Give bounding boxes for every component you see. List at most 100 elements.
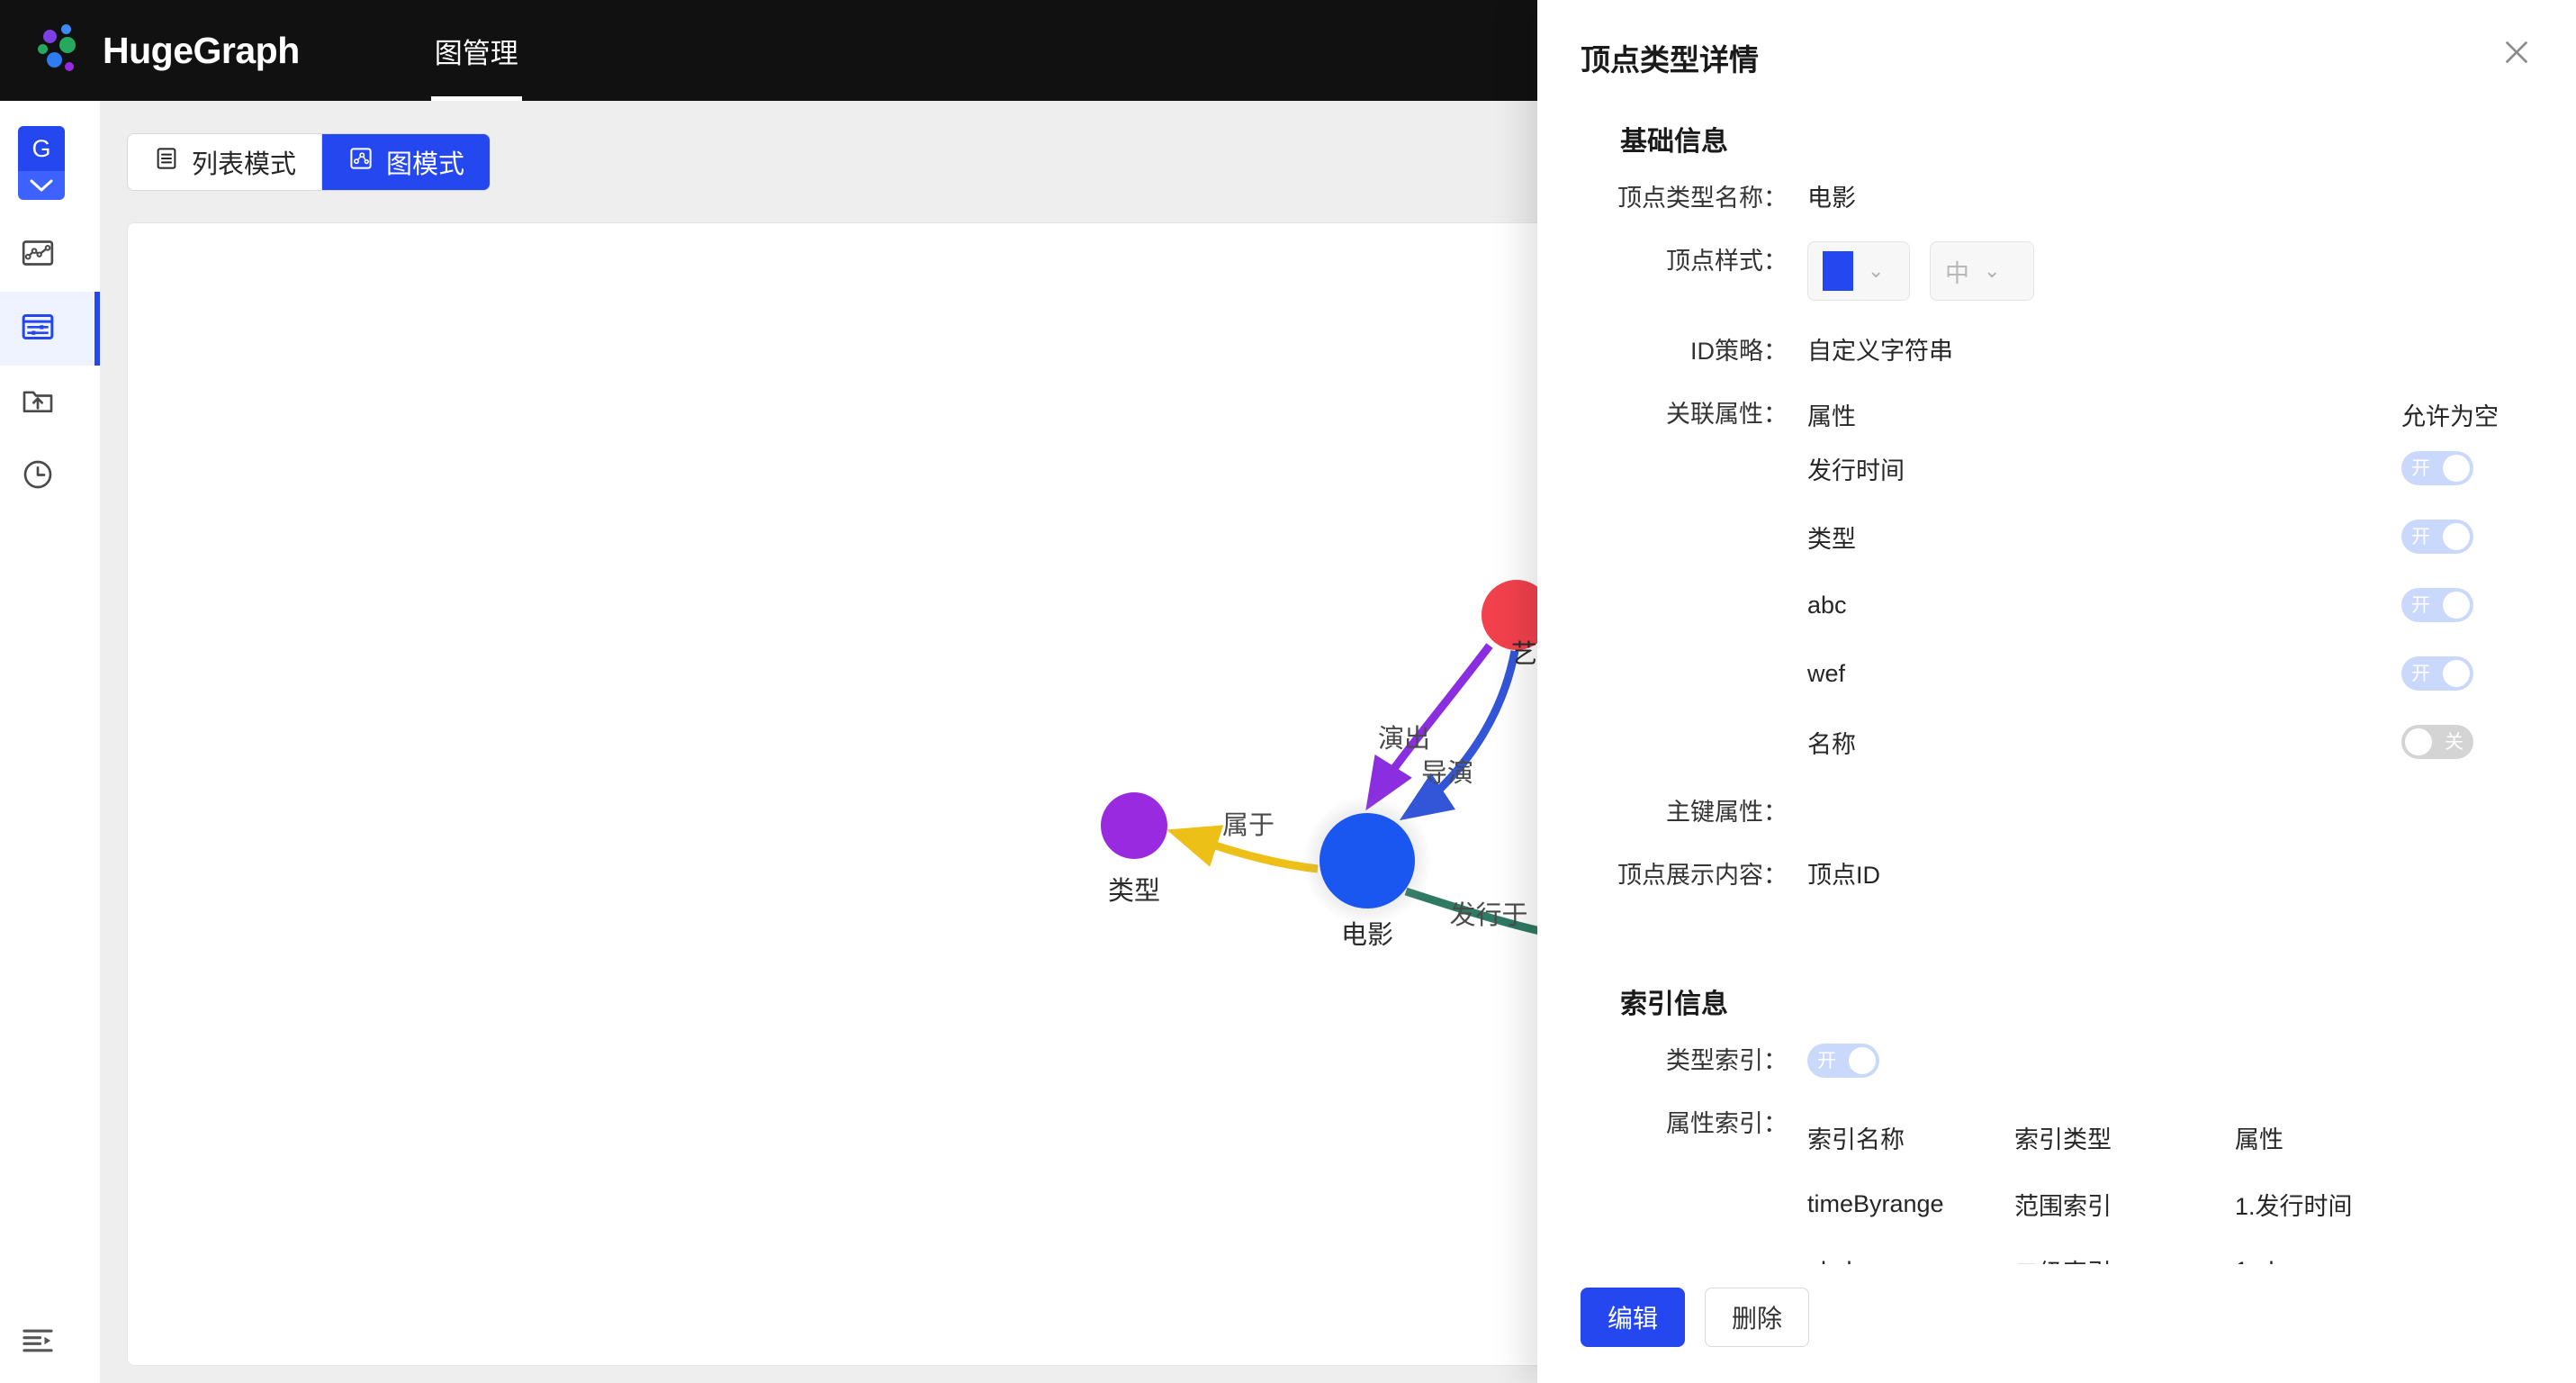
mode-tab-group: 列表模式 图模式 [127, 133, 491, 191]
toggle-state-label: 开 [1817, 1050, 1836, 1071]
table-row: timeByrange 范围索引 1.发行时间 [1807, 1171, 2469, 1237]
drawer-title: 顶点类型详情 [1581, 43, 1759, 77]
tab-list-mode[interactable]: 列表模式 [128, 134, 322, 190]
attribute-name: abc [1807, 591, 1847, 619]
attribute-name: 类型 [1807, 525, 1856, 553]
graph-node-movie[interactable]: 电影 [1302, 796, 1432, 950]
attribute-name: wef [1807, 659, 1846, 687]
table-row: 发行时间 开 [1807, 434, 2533, 502]
table-row: 类型 开 [1807, 502, 2533, 571]
toggle-knob [2443, 660, 2470, 687]
nullable-toggle[interactable]: 开 [2401, 656, 2473, 691]
field-value: 电影 [1807, 185, 1856, 212]
graph-edge-label-releasedin: 发行于 [1449, 900, 1527, 930]
field-label: 顶点样式： [1666, 248, 1788, 275]
import-upload-icon [20, 383, 56, 423]
sidebar-item-analysis[interactable] [0, 218, 100, 292]
index-type: 二级索引 [2014, 1253, 2235, 1265]
toggle-state-label: 关 [2445, 731, 2463, 753]
toggle-knob [1849, 1047, 1876, 1074]
vertex-type-detail-drawer: 顶点类型详情 基础信息 顶点类型名称： 电影 顶点样式： ⌄ [1537, 0, 2576, 1383]
field-display-content: 顶点展示内容： 顶点ID [1581, 855, 2533, 895]
brand[interactable]: HugeGraph [34, 23, 300, 78]
drawer-body: 基础信息 顶点类型名称： 电影 顶点样式： ⌄ 中 ⌄ [1537, 79, 2576, 1264]
nullable-toggle[interactable]: 开 [2401, 520, 2473, 554]
table-row: abyb 二级索引 1.abc [1807, 1237, 2469, 1265]
topnav-item-label: 图管理 [434, 37, 518, 69]
field-value: 自定义字符串 [1807, 338, 1953, 365]
field-id-strategy: ID策略： 自定义字符串 [1581, 331, 2533, 371]
field-label: 顶点类型名称： [1617, 185, 1788, 212]
section-title-basic: 基础信息 [1620, 127, 1728, 157]
sidebar-item-import[interactable] [0, 366, 100, 439]
chevron-down-icon: ⌄ [1984, 259, 2001, 282]
topnav-item-graph-management[interactable]: 图管理 [422, 0, 531, 101]
column-header-index-type: 索引类型 [2014, 1125, 2112, 1153]
nullable-toggle[interactable]: 开 [2401, 588, 2473, 622]
toggle-state-label: 开 [2411, 526, 2430, 547]
nullable-toggle[interactable]: 开 [2401, 451, 2473, 485]
field-primary-key: 主键属性： [1581, 792, 2533, 832]
toggle-knob [2443, 455, 2470, 482]
task-clock-icon [20, 456, 56, 497]
drawer-header: 顶点类型详情 [1537, 0, 2576, 79]
graph-edge-perform[interactable]: 演出 [1365, 643, 1493, 811]
drawer-footer: 编辑 删除 [1537, 1264, 2576, 1383]
graph-node-genre[interactable]: 类型 [1101, 792, 1167, 906]
sidebar-item-tasks[interactable] [0, 439, 100, 513]
graph-svg: 演出 导演 属于 发行于 艺人 [1101, 580, 1666, 1023]
edit-button[interactable]: 编辑 [1581, 1288, 1685, 1347]
graph-edge-label-direct: 导演 [1421, 758, 1473, 788]
field-property-index: 属性索引： 索引名称 索引类型 属性 timeByrange 范围索引 1.发行… [1581, 1104, 2533, 1264]
menu-expand-icon[interactable] [20, 1323, 56, 1363]
vertex-size-select[interactable]: 中 ⌄ [1930, 241, 2034, 301]
graph-node-label-movie: 电影 [1341, 920, 1393, 950]
graph-edge-direct[interactable]: 导演 [1399, 650, 1519, 821]
type-index-toggle[interactable]: 开 [1807, 1044, 1879, 1078]
index-table: 索引名称 索引类型 属性 timeByrange 范围索引 1.发行时间 aby… [1807, 1104, 2469, 1265]
vertex-size-value: 中 [1945, 259, 1969, 287]
brand-name: HugeGraph [103, 29, 300, 71]
field-label: 属性索引： [1666, 1110, 1788, 1137]
column-header-attribute: 属性 [1807, 402, 1856, 430]
graph-edge-belongsto[interactable]: 属于 [1166, 811, 1319, 873]
field-value: 顶点ID [1807, 862, 1880, 889]
graph-node-label-genre: 类型 [1108, 876, 1160, 906]
tab-graph-mode[interactable]: 图模式 [321, 134, 491, 190]
column-header-index-name: 索引名称 [1807, 1125, 1905, 1153]
column-header-index-prop: 属性 [2235, 1125, 2283, 1153]
graph-selector-letter: G [18, 126, 65, 171]
attribute-name: 发行时间 [1807, 456, 1905, 484]
color-swatch [1823, 251, 1853, 291]
graph-icon [347, 145, 374, 179]
field-type-index: 类型索引： 开 [1581, 1041, 2533, 1080]
attribute-name: 名称 [1807, 730, 1856, 758]
graph-edge-label-belongsto: 属于 [1222, 811, 1274, 840]
graph-edge-label-perform: 演出 [1378, 724, 1430, 754]
graph-selector[interactable]: G [18, 126, 65, 200]
list-icon [153, 145, 180, 179]
index-prop: 1.abc [2235, 1257, 2469, 1265]
table-row: abc 开 [1807, 571, 2533, 639]
field-vertex-type-name: 顶点类型名称： 电影 [1581, 178, 2533, 218]
section-title-index: 索引信息 [1620, 990, 1728, 1019]
chevron-down-icon[interactable] [18, 171, 65, 200]
field-label: 关联属性： [1666, 401, 1788, 428]
top-nav: 图管理 [422, 0, 531, 101]
field-label: 类型索引： [1666, 1047, 1788, 1074]
table-row: wef 开 [1807, 639, 2533, 708]
left-rail: G [0, 101, 100, 1383]
tab-graph-mode-label: 图模式 [386, 150, 465, 179]
nullable-toggle[interactable]: 关 [2401, 725, 2473, 759]
field-label: 主键属性： [1666, 799, 1788, 826]
vertex-color-select[interactable]: ⌄ [1807, 241, 1910, 301]
toggle-knob [2443, 523, 2470, 550]
sidebar-item-metadata[interactable] [0, 292, 100, 366]
index-type: 范围索引 [2014, 1192, 2112, 1220]
index-table-header: 索引名称 索引类型 属性 [1807, 1104, 2469, 1171]
field-vertex-style: 顶点样式： ⌄ 中 ⌄ [1581, 241, 2533, 301]
delete-button[interactable]: 删除 [1705, 1288, 1809, 1347]
toggle-state-label: 开 [2411, 663, 2430, 684]
close-icon[interactable] [2500, 36, 2533, 68]
